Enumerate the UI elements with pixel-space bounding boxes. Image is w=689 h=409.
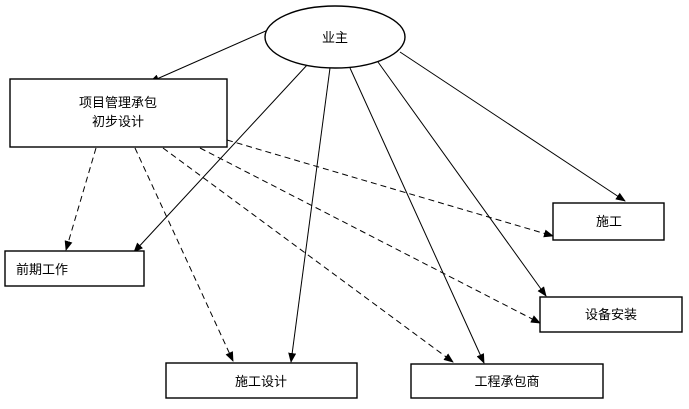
node-contractor: 工程承包商 [410, 363, 604, 399]
edge-owner-pm [149, 29, 269, 83]
node-contractor-label: 工程承包商 [474, 375, 539, 390]
node-owner: 业主 [264, 5, 406, 69]
edge-pm-contractor [162, 147, 454, 363]
edge-pm-construction-design [134, 147, 234, 362]
edge-owner-equipment [377, 61, 547, 297]
edge-owner-preliminary [133, 63, 309, 253]
edge-pm-preliminary [64, 147, 97, 251]
node-equipment-installation: 设备安装 [539, 296, 683, 333]
node-pm-line2: 初步设计 [92, 115, 144, 130]
node-project-management: 项目管理承包 初步设计 [9, 78, 228, 148]
node-preliminary-work: 前期工作 [4, 250, 145, 287]
node-construction: 施工 [552, 202, 665, 241]
node-construction-design: 施工设计 [165, 362, 358, 399]
edge-owner-construction [399, 51, 626, 202]
edge-owner-contractor [349, 67, 485, 364]
node-pm-line1: 项目管理承包 [79, 96, 157, 111]
edge-pm-equipment [199, 147, 541, 324]
node-equipment-label: 设备安装 [585, 307, 637, 323]
node-construction-label: 施工 [596, 215, 622, 230]
edge-pm-construction [226, 139, 554, 238]
edge-owner-construction-design [288, 67, 331, 363]
node-construction-design-label: 施工设计 [235, 375, 287, 390]
node-owner-label: 业主 [322, 31, 348, 46]
node-preliminary-label: 前期工作 [16, 262, 68, 278]
